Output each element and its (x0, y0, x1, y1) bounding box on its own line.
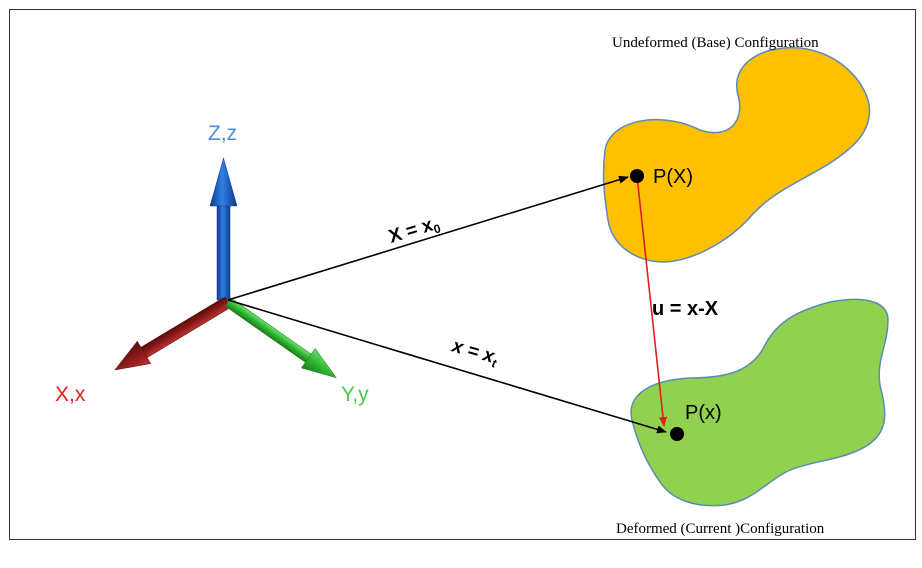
current-position-vector (227, 299, 667, 434)
current-point-dot (670, 427, 684, 441)
base-position-equation: X = x0 (386, 213, 442, 250)
undeformed-body (602, 46, 871, 263)
base-point-dot (630, 169, 644, 183)
x-axis-label: X,x (55, 383, 86, 406)
base-position-vector (227, 175, 629, 301)
frame-border (9, 9, 916, 540)
current-position-subscript: t (490, 356, 499, 371)
base-position-subscript: 0 (432, 221, 443, 236)
current-position-equation: x = xt (448, 335, 501, 371)
base-point-label: P(X) (653, 166, 693, 188)
undeformed-caption: Undeformed (Base) Configuration (612, 35, 819, 51)
current-point-label: P(x) (685, 402, 722, 424)
deformed-caption: Deformed (Current )Configuration (616, 521, 825, 537)
x-axis-arrow (114, 296, 232, 371)
y-axis-arrow (224, 297, 337, 379)
y-axis-label: Y,y (341, 383, 369, 406)
displacement-vector (636, 175, 668, 427)
displacement-equation: u = x-X (652, 298, 719, 320)
z-axis-label: Z,z (208, 122, 237, 145)
z-axis-arrow (209, 157, 238, 301)
deformed-body (630, 298, 889, 507)
